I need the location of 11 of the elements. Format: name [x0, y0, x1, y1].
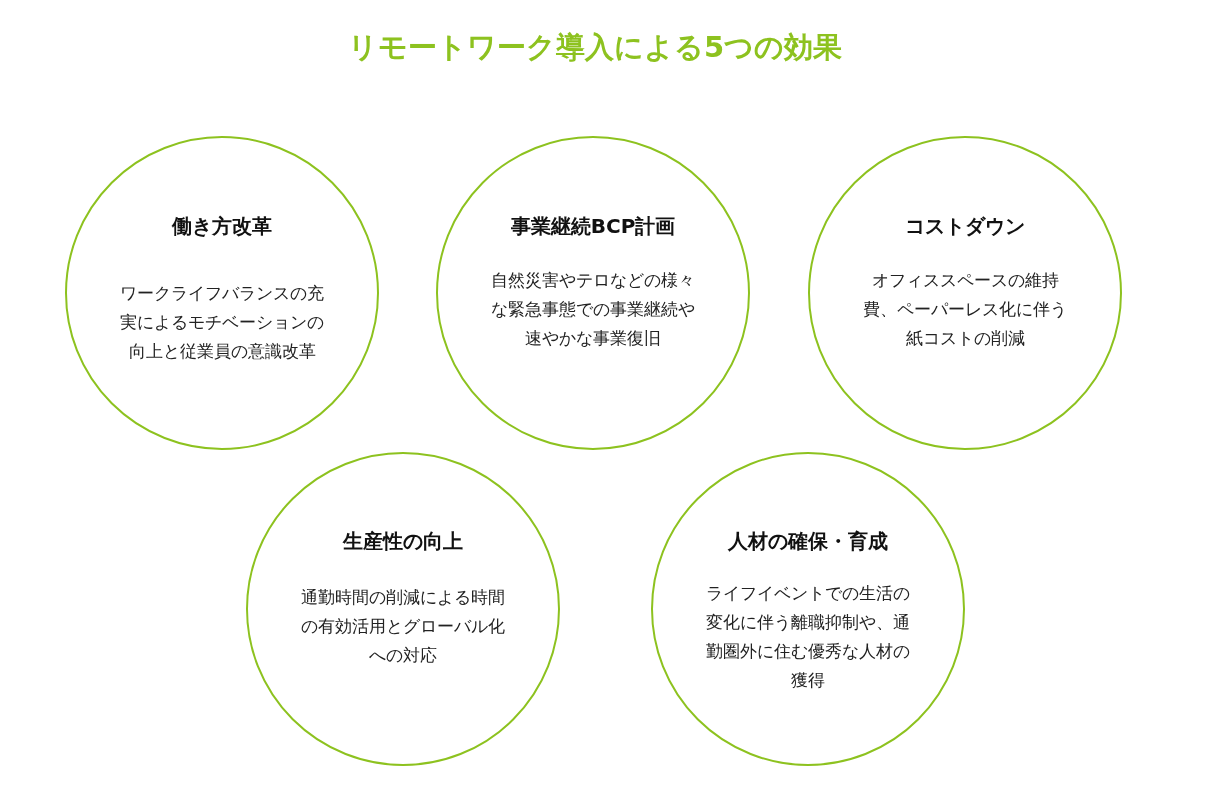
- title: リモートワーク導入による5つの効果: [347, 29, 843, 66]
- circle-text: 自然災害やテロなどの様々な緊急事態での事業継続や速やかな事業復旧: [490, 268, 696, 350]
- circle-heading: 生産性の向上: [343, 528, 463, 555]
- circle-text: ライフイベントでの生活の変化に伴う離職抑制や、通勤圏外に住む優秀な人材の獲得: [705, 581, 911, 692]
- circle-heading: 事業継続BCP計画: [510, 213, 676, 240]
- circle-text: 通勤時間の削減による時間の有効活用とグローバル化への対応: [300, 585, 506, 667]
- circle-text: ワークライフバランスの充実によるモチベーションの向上と従業員の意識改革: [119, 281, 325, 363]
- circle-heading: 働き方改革: [172, 213, 272, 240]
- circle-heading: 人材の確保・育成: [728, 528, 888, 555]
- circle-text: オフィススペースの維持費、ペーパーレス化に伴う紙コストの削減: [862, 268, 1068, 350]
- circle-heading: コストダウン: [905, 213, 1025, 240]
